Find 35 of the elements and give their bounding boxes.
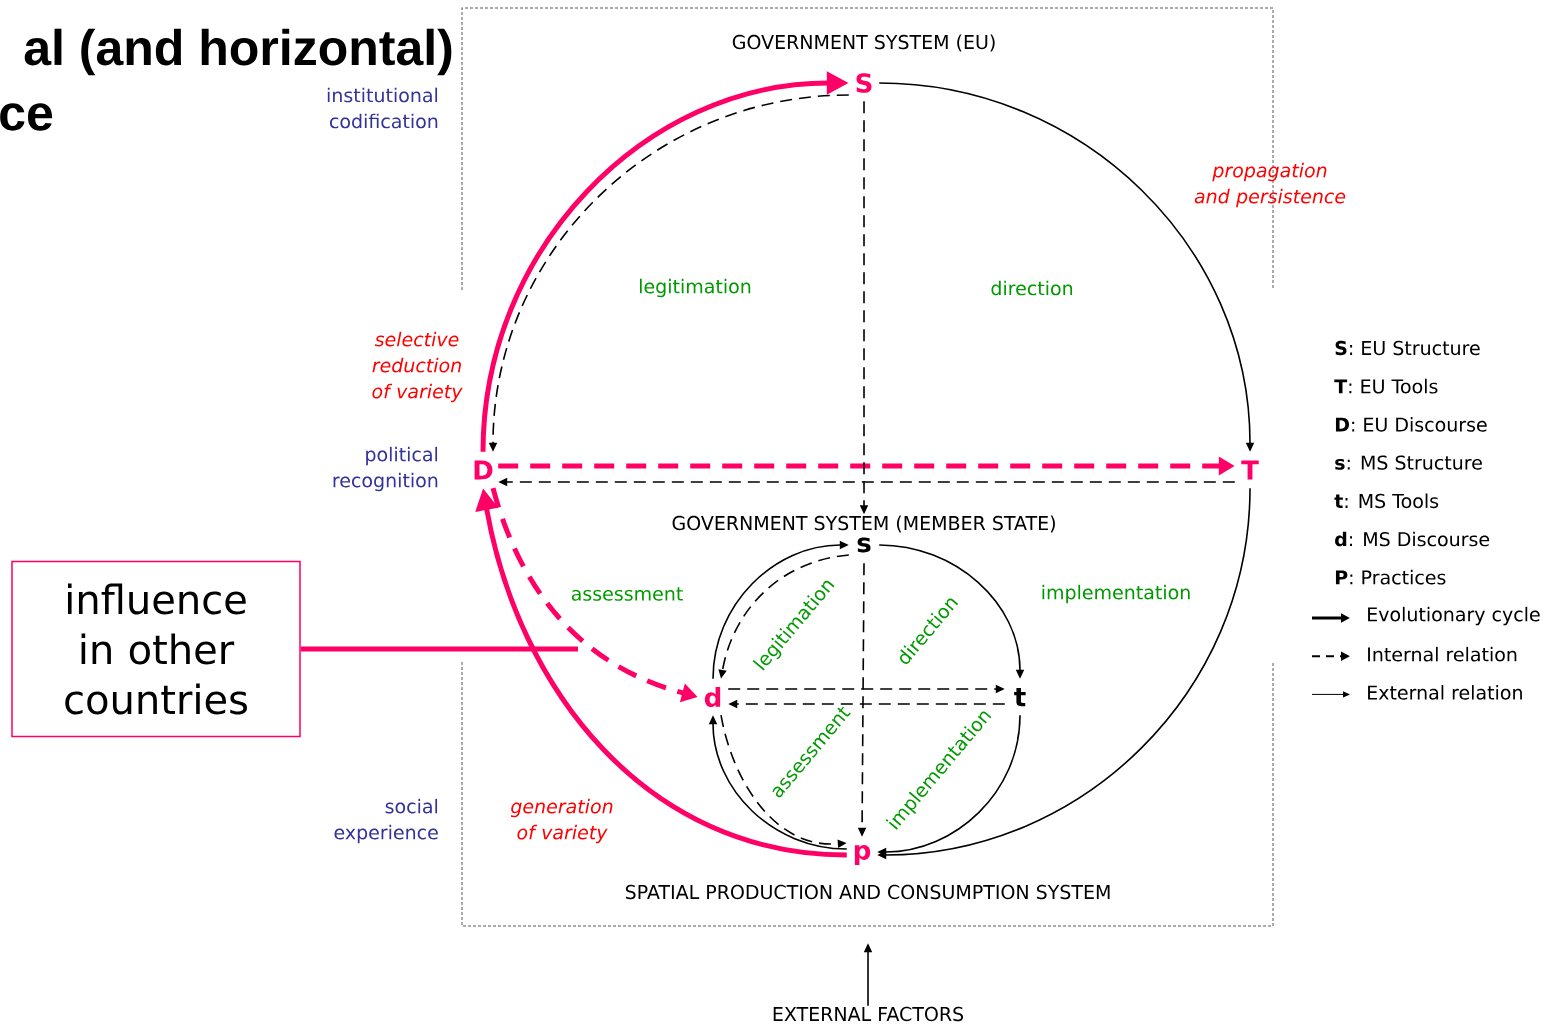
legend-text: Evolutionary cycle <box>1368 606 1540 626</box>
node-letter: T <box>1241 460 1259 480</box>
level-label: institutional codification <box>327 87 438 129</box>
key-text: T: EU Tools <box>1334 378 1438 394</box>
system-label: EXTERNAL FACTORS <box>773 1006 964 1022</box>
key-text: d: MS Discourse <box>1335 531 1490 547</box>
leader-line <box>300 646 578 652</box>
relation-label: direction <box>991 280 1073 296</box>
system-label: GOVERNMENT SYSTEM (EU) <box>732 34 995 52</box>
key-text: S: EU Structure <box>1335 340 1480 356</box>
node-letter: d <box>704 686 721 708</box>
node-letter: S <box>856 73 872 93</box>
node-letter: p <box>854 845 871 865</box>
relation-label: implementation <box>1042 584 1190 604</box>
title-text: al (and horizontal) <box>24 28 452 76</box>
legend-text: Internal relation <box>1368 646 1517 662</box>
node-letter: D <box>474 460 493 480</box>
process-label: generation of variety <box>510 798 613 844</box>
process-label: propagation and persistence <box>1194 162 1346 208</box>
key-text: s: MS Structure <box>1335 455 1482 470</box>
title-text: ce <box>0 103 53 131</box>
text-box: influence in other countries <box>11 560 301 738</box>
system-label: SPATIAL PRODUCTION AND CONSUMPTION SYSTEM <box>625 884 1110 900</box>
process-label: selective reduction of variety <box>372 331 463 403</box>
relation-label: legitimation <box>640 278 751 298</box>
key-text: D: EU Discourse <box>1335 417 1487 432</box>
key-text: t: MS Tools <box>1334 493 1439 509</box>
level-label: social experience <box>334 798 438 844</box>
relation-label: assessment <box>571 587 683 601</box>
level-label: political recognition <box>333 446 438 492</box>
node-letter: t <box>1014 687 1026 707</box>
key-text: P: Practices <box>1335 569 1446 585</box>
node-letter: s <box>857 537 871 553</box>
legend-text: External relation <box>1368 685 1522 700</box>
system-label: GOVERNMENT SYSTEM (MEMBER STATE) <box>672 515 1055 533</box>
